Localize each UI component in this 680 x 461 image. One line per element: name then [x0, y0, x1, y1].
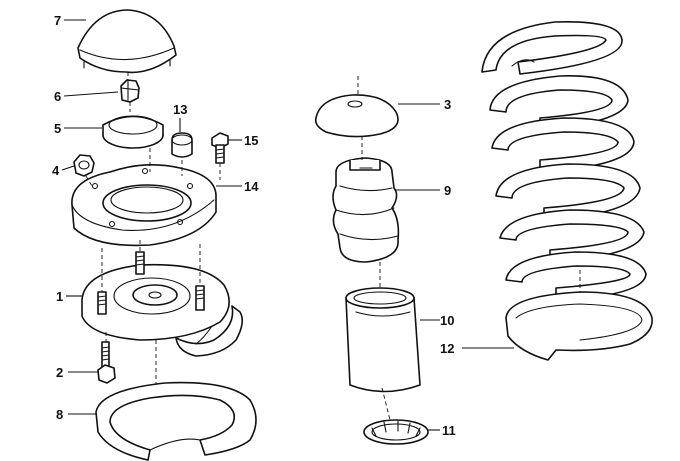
callout-13: 13: [173, 102, 187, 117]
callout-10: 10: [440, 313, 454, 328]
part-10-protection-tube: [345, 287, 421, 393]
callout-4: 4: [52, 163, 60, 178]
callout-3: 3: [444, 97, 451, 112]
callout-8: 8: [56, 407, 63, 422]
callout-2: 2: [56, 365, 63, 380]
part-5-bearing-ring: [102, 115, 164, 149]
part-15-bolt: [211, 132, 229, 164]
spring-lower-pad: [505, 291, 653, 361]
callout-9: 9: [444, 183, 451, 198]
spring-seat-lower: [175, 305, 244, 357]
callout-7: 7: [54, 13, 61, 28]
part-13-rubber-stop: [171, 132, 193, 158]
part-8-spring-pad: [95, 381, 257, 461]
callout-15: 15: [244, 133, 258, 148]
callout-labels: 7 6 5 4 13 15 14 1 2 8 3 9 10 11 12: [52, 13, 456, 438]
callout-5: 5: [54, 121, 61, 136]
part-6-nut: [120, 79, 140, 103]
assembly-lines: [85, 72, 581, 421]
part-2-bolt: [97, 341, 116, 384]
callout-14: 14: [244, 179, 259, 194]
part-3-top-seat: [314, 94, 399, 138]
callout-6: 6: [54, 89, 61, 104]
part-12-coil-spring: [481, 21, 647, 301]
part-11-snap-ring: [363, 419, 429, 445]
part-14-mount-plate: [71, 164, 217, 247]
callout-1: 1: [56, 289, 63, 304]
part-7-dust-cap: [77, 9, 177, 74]
callout-12: 12: [440, 341, 454, 356]
part-1-strut-mount: [81, 251, 230, 341]
part-9-bump-stop: [332, 157, 400, 263]
callout-11: 11: [442, 423, 456, 438]
leader-lines: [61, 19, 514, 431]
part-4-small-nut: [73, 154, 95, 177]
